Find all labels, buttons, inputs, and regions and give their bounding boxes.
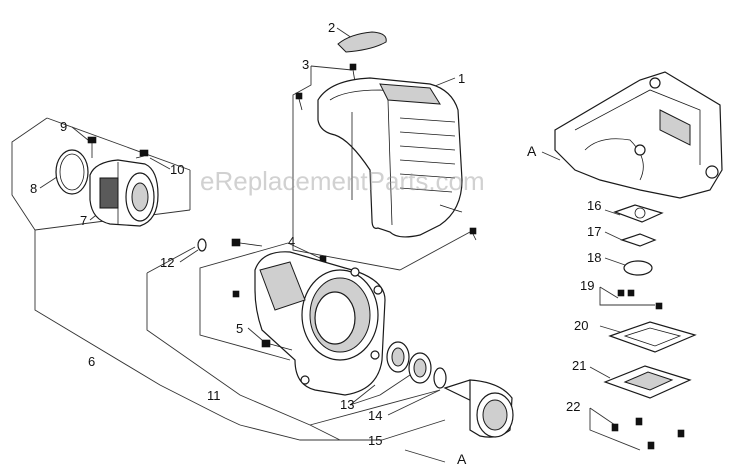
callout-18: 18	[587, 250, 601, 265]
part-9-bolt	[87, 136, 97, 158]
callout-13: 13	[340, 397, 354, 412]
callout-labels: 2 1 3 9 8 7 10 4 12 5 6 11 13 14 15 16 1…	[30, 20, 601, 467]
callout-10: 10	[170, 162, 184, 177]
callout-16: 16	[587, 198, 601, 213]
reference-a-top: A	[527, 143, 537, 159]
callout-20: 20	[574, 318, 588, 333]
part-clutch-housing	[254, 251, 386, 396]
part-20-gasket	[608, 321, 697, 353]
callout-12: 12	[160, 255, 174, 270]
leader-lines	[11, 27, 655, 463]
watermark: eReplacementParts.com	[200, 166, 485, 196]
part-7-clamp	[89, 159, 159, 227]
callout-1: 1	[458, 71, 465, 86]
part-22-screws	[611, 417, 685, 450]
callout-3: 3	[302, 57, 309, 72]
callout-14: 14	[368, 408, 382, 423]
part-12-washer	[197, 238, 207, 252]
callout-4: 4	[288, 234, 295, 249]
cover-vents	[399, 117, 456, 193]
part-14-snap-ring	[433, 367, 447, 389]
part-8-ring	[55, 149, 89, 195]
part-19-screws	[617, 289, 663, 310]
callout-6: 6	[88, 354, 95, 369]
callout-11: 11	[207, 388, 221, 403]
callout-8: 8	[30, 181, 37, 196]
part-21-plate	[603, 365, 692, 399]
part-2-cap	[337, 31, 387, 53]
callout-9: 9	[60, 119, 67, 134]
part-1-engine-cover	[317, 77, 477, 241]
callout-5: 5	[236, 321, 243, 336]
part-16-gasket	[613, 204, 664, 223]
callout-17: 17	[587, 224, 601, 239]
callout-21: 21	[572, 358, 586, 373]
part-right-frame	[554, 71, 723, 199]
callout-15: 15	[368, 433, 382, 448]
part-17-reed	[620, 233, 657, 247]
callout-2: 2	[328, 20, 335, 35]
callout-7: 7	[80, 213, 87, 228]
part-13-bearings	[386, 341, 432, 384]
part-15-clutch-drum	[443, 379, 514, 438]
part-18-stopper	[623, 260, 653, 276]
callout-22: 22	[566, 399, 580, 414]
callout-19: 19	[580, 278, 594, 293]
part-5-bolt	[261, 339, 293, 351]
reference-a-bottom: A	[457, 451, 467, 467]
screw-3	[295, 63, 357, 111]
part-10-screw	[135, 149, 149, 159]
